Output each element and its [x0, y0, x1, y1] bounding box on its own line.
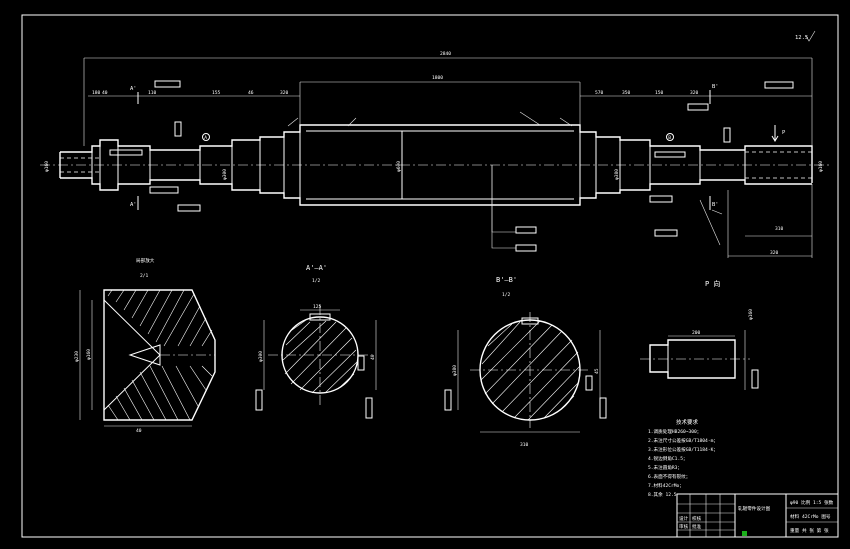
detail-view: 局部放大 2/1: [74, 257, 216, 434]
drawing-border: [21, 14, 839, 538]
svg-text:125: 125: [313, 304, 322, 310]
left-keyway: [109, 149, 143, 156]
main-shaft-view: 2840 1800 180 40 110 155 46 320 570 350 …: [40, 51, 830, 258]
section-b-hatching: [480, 320, 581, 421]
svg-text:3.未注形位公差按GB/T1184-K；: 3.未注形位公差按GB/T1184-K；: [648, 446, 718, 453]
title-block-name: 轧辊零件设计图: [738, 505, 771, 512]
svg-text:320: 320: [770, 250, 779, 256]
leader-lines: [287, 111, 723, 249]
svg-text:110: 110: [148, 90, 157, 96]
right-keyway: [654, 151, 686, 158]
svg-text:φ160: φ160: [818, 161, 824, 172]
shaft-profile-lower: [60, 177, 812, 206]
svg-text:320: 320: [280, 90, 289, 96]
title-block: 轧辊零件设计图 设计 校核 审核 批准 φ90 比例 1:5 张数 材料 42C…: [676, 493, 839, 538]
section-b-bottom-marker: B': [712, 202, 719, 208]
svg-text:46: 46: [248, 90, 254, 96]
svg-text:350: 350: [622, 90, 631, 96]
section-a-top-marker: A': [130, 86, 137, 92]
title-block-frame: [676, 493, 839, 538]
svg-text:φ230: φ230: [74, 351, 80, 362]
shaft-profile-upper: [60, 124, 813, 183]
svg-text:批准: 批准: [692, 523, 702, 530]
svg-text:φ380: φ380: [452, 365, 458, 376]
svg-text:310: 310: [775, 226, 784, 232]
svg-text:4.锐边倒角C1.5；: 4.锐边倒角C1.5；: [648, 455, 688, 462]
svg-text:320: 320: [690, 90, 699, 96]
center-length-label: 1800: [432, 75, 443, 81]
svg-text:8.其余 12.5: 8.其余 12.5: [648, 491, 677, 498]
tolerance-frames: [149, 80, 794, 252]
svg-text:40: 40: [370, 354, 376, 360]
svg-text:材料 42CrMo 图号: 材料 42CrMo 图号: [790, 513, 831, 520]
roughness-symbol: 12.5: [795, 30, 816, 42]
svg-text:2.未注尺寸公差按GB/T1804-m；: 2.未注尺寸公差按GB/T1804-m；: [648, 437, 718, 444]
detail-profile: [103, 289, 216, 421]
section-b-view: B'—B' 1/2 310 φ380 45: [444, 276, 607, 448]
svg-text:200: 200: [692, 330, 701, 336]
detail-view-title: 局部放大: [136, 257, 155, 264]
notes-heading: 技术要求: [676, 418, 699, 426]
svg-text:310: 310: [520, 442, 529, 448]
svg-text:φ380: φ380: [614, 169, 620, 180]
roughness-value: 12.5: [795, 35, 808, 41]
section-b-scale: 1/2: [502, 292, 511, 298]
svg-text:设计: 设计: [679, 515, 689, 522]
section-b-keyway: [521, 317, 539, 325]
svg-text:φ600: φ600: [396, 161, 402, 172]
svg-text:校核: 校核: [692, 515, 702, 522]
datum-a-circle: [202, 133, 210, 141]
svg-text:P: P: [782, 130, 786, 136]
svg-text:重量 共 张 第 张: 重量 共 张 第 张: [790, 527, 829, 534]
detail-view-scale: 2/1: [140, 273, 149, 279]
section-a-keyway: [309, 313, 331, 321]
svg-text:6.表面不得有裂纹；: 6.表面不得有裂纹；: [648, 473, 690, 480]
section-a-view: A'—A' 1/2 125 φ300 40: [255, 264, 377, 419]
svg-text:φ160: φ160: [44, 161, 50, 172]
svg-text:1.调质处理HB260~300；: 1.调质处理HB260~300；: [648, 428, 701, 435]
svg-text:φ300: φ300: [222, 169, 228, 180]
technical-notes: 技术要求 1.调质处理HB260~300； 2.未注尺寸公差按GB/T1804-…: [648, 418, 718, 498]
svg-text:155: 155: [212, 90, 221, 96]
section-a-title: A'—A': [306, 264, 327, 272]
section-b-top-marker: B': [712, 84, 719, 90]
svg-text:150: 150: [655, 90, 664, 96]
svg-text:570: 570: [595, 90, 604, 96]
view-p-arrow: P: [771, 125, 786, 142]
svg-text:5.未注圆角R3；: 5.未注圆角R3；: [648, 464, 682, 471]
section-a-bottom-marker: A': [130, 202, 137, 208]
svg-text:7.材料42CrMo；: 7.材料42CrMo；: [648, 482, 684, 489]
svg-text:φ160: φ160: [748, 309, 754, 320]
overall-length-label: 2840: [440, 51, 451, 57]
svg-text:φ90 比例 1:5 张数: φ90 比例 1:5 张数: [790, 499, 834, 506]
svg-text:B: B: [668, 135, 671, 141]
view-p-section: P 向 200 φ160: [640, 279, 759, 390]
section-b-title: B'—B': [496, 276, 517, 284]
svg-text:40: 40: [136, 428, 142, 434]
section-a-scale: 1/2: [312, 278, 321, 284]
svg-text:180: 180: [92, 90, 101, 96]
svg-text:审核: 审核: [679, 523, 689, 530]
svg-text:A: A: [204, 135, 207, 141]
section-a-hatching: [282, 319, 358, 394]
svg-text:φ300: φ300: [258, 351, 264, 362]
detail-hatching: [107, 289, 213, 421]
view-p-title: P 向: [705, 279, 720, 288]
green-marker: [742, 531, 747, 536]
svg-text:45: 45: [594, 368, 600, 374]
svg-text:40: 40: [102, 90, 108, 96]
datum-b-circle: [666, 133, 674, 141]
svg-text:φ160: φ160: [86, 349, 92, 360]
